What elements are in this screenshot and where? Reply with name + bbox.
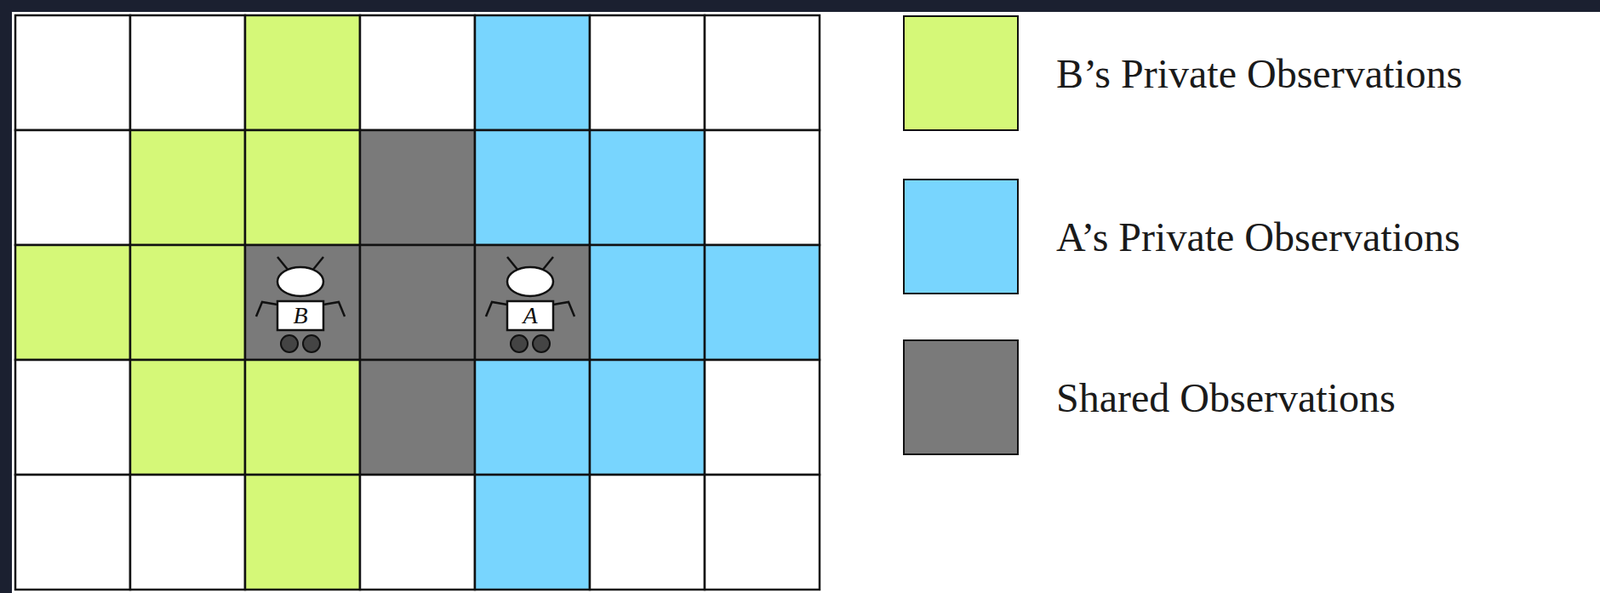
robot-label: A	[508, 302, 552, 329]
grid-cell	[474, 360, 590, 475]
robot-icon	[485, 257, 575, 353]
robot-antenna	[542, 257, 554, 271]
grid-cell	[245, 15, 360, 131]
legend-label: Shared Observations	[1056, 339, 1396, 456]
grid-cell	[704, 245, 820, 360]
robot-head	[277, 267, 324, 297]
grid-cell	[360, 474, 475, 590]
grid-cell	[360, 15, 475, 131]
robots	[256, 257, 575, 353]
robot-antenna	[507, 257, 519, 271]
robot-antenna	[277, 257, 289, 271]
legend-swatch	[902, 15, 1019, 132]
grid-cell	[474, 474, 590, 590]
robot-icon	[256, 257, 345, 353]
grid-cell	[130, 15, 246, 131]
robot-arm	[256, 302, 278, 317]
grid-cell	[360, 245, 475, 360]
grid-cell	[360, 130, 475, 246]
grid-cell	[15, 360, 131, 475]
grid-cell	[245, 245, 360, 360]
robot-arm	[323, 302, 345, 317]
legend-label: A’s Private Observations	[1056, 178, 1461, 295]
grid-cell	[245, 360, 360, 475]
grid-cell	[704, 360, 820, 475]
grid-cell	[130, 130, 246, 246]
grid-cell	[474, 15, 590, 131]
grid-cell	[589, 360, 705, 475]
grid-cell	[704, 474, 820, 590]
grid-cell	[245, 130, 360, 246]
grid-cell	[245, 474, 360, 590]
grid-cells	[15, 15, 820, 590]
robot-head	[507, 267, 554, 297]
robot-label: B	[279, 302, 322, 329]
grid-cell	[474, 130, 590, 246]
grid-cell	[130, 360, 246, 475]
grid-cell	[704, 15, 820, 131]
grid-cell	[15, 474, 131, 590]
robot-antenna	[312, 257, 324, 271]
robot-wheel	[510, 335, 528, 353]
robot-wheel	[280, 335, 298, 353]
legend-swatch	[902, 178, 1019, 295]
grid-cell	[130, 245, 246, 360]
grid-cell	[589, 474, 705, 590]
robot-body	[507, 301, 554, 331]
robot-wheel	[302, 335, 320, 353]
grid-cell	[360, 360, 475, 475]
grid-cell	[15, 245, 131, 360]
robot-arm	[553, 302, 575, 317]
grid-cell	[130, 474, 246, 590]
grid-cell	[15, 15, 131, 131]
grid-cell	[589, 15, 705, 131]
grid-cell	[474, 245, 590, 360]
grid-cell	[15, 130, 131, 246]
robot-wheel	[532, 335, 550, 353]
robot-arm	[485, 302, 508, 317]
grid-cell	[704, 130, 820, 246]
legend-swatch	[902, 339, 1019, 456]
legend-label: B’s Private Observations	[1056, 15, 1463, 132]
grid-cell	[589, 245, 705, 360]
robot-body	[277, 301, 324, 331]
grid-cell	[589, 130, 705, 246]
